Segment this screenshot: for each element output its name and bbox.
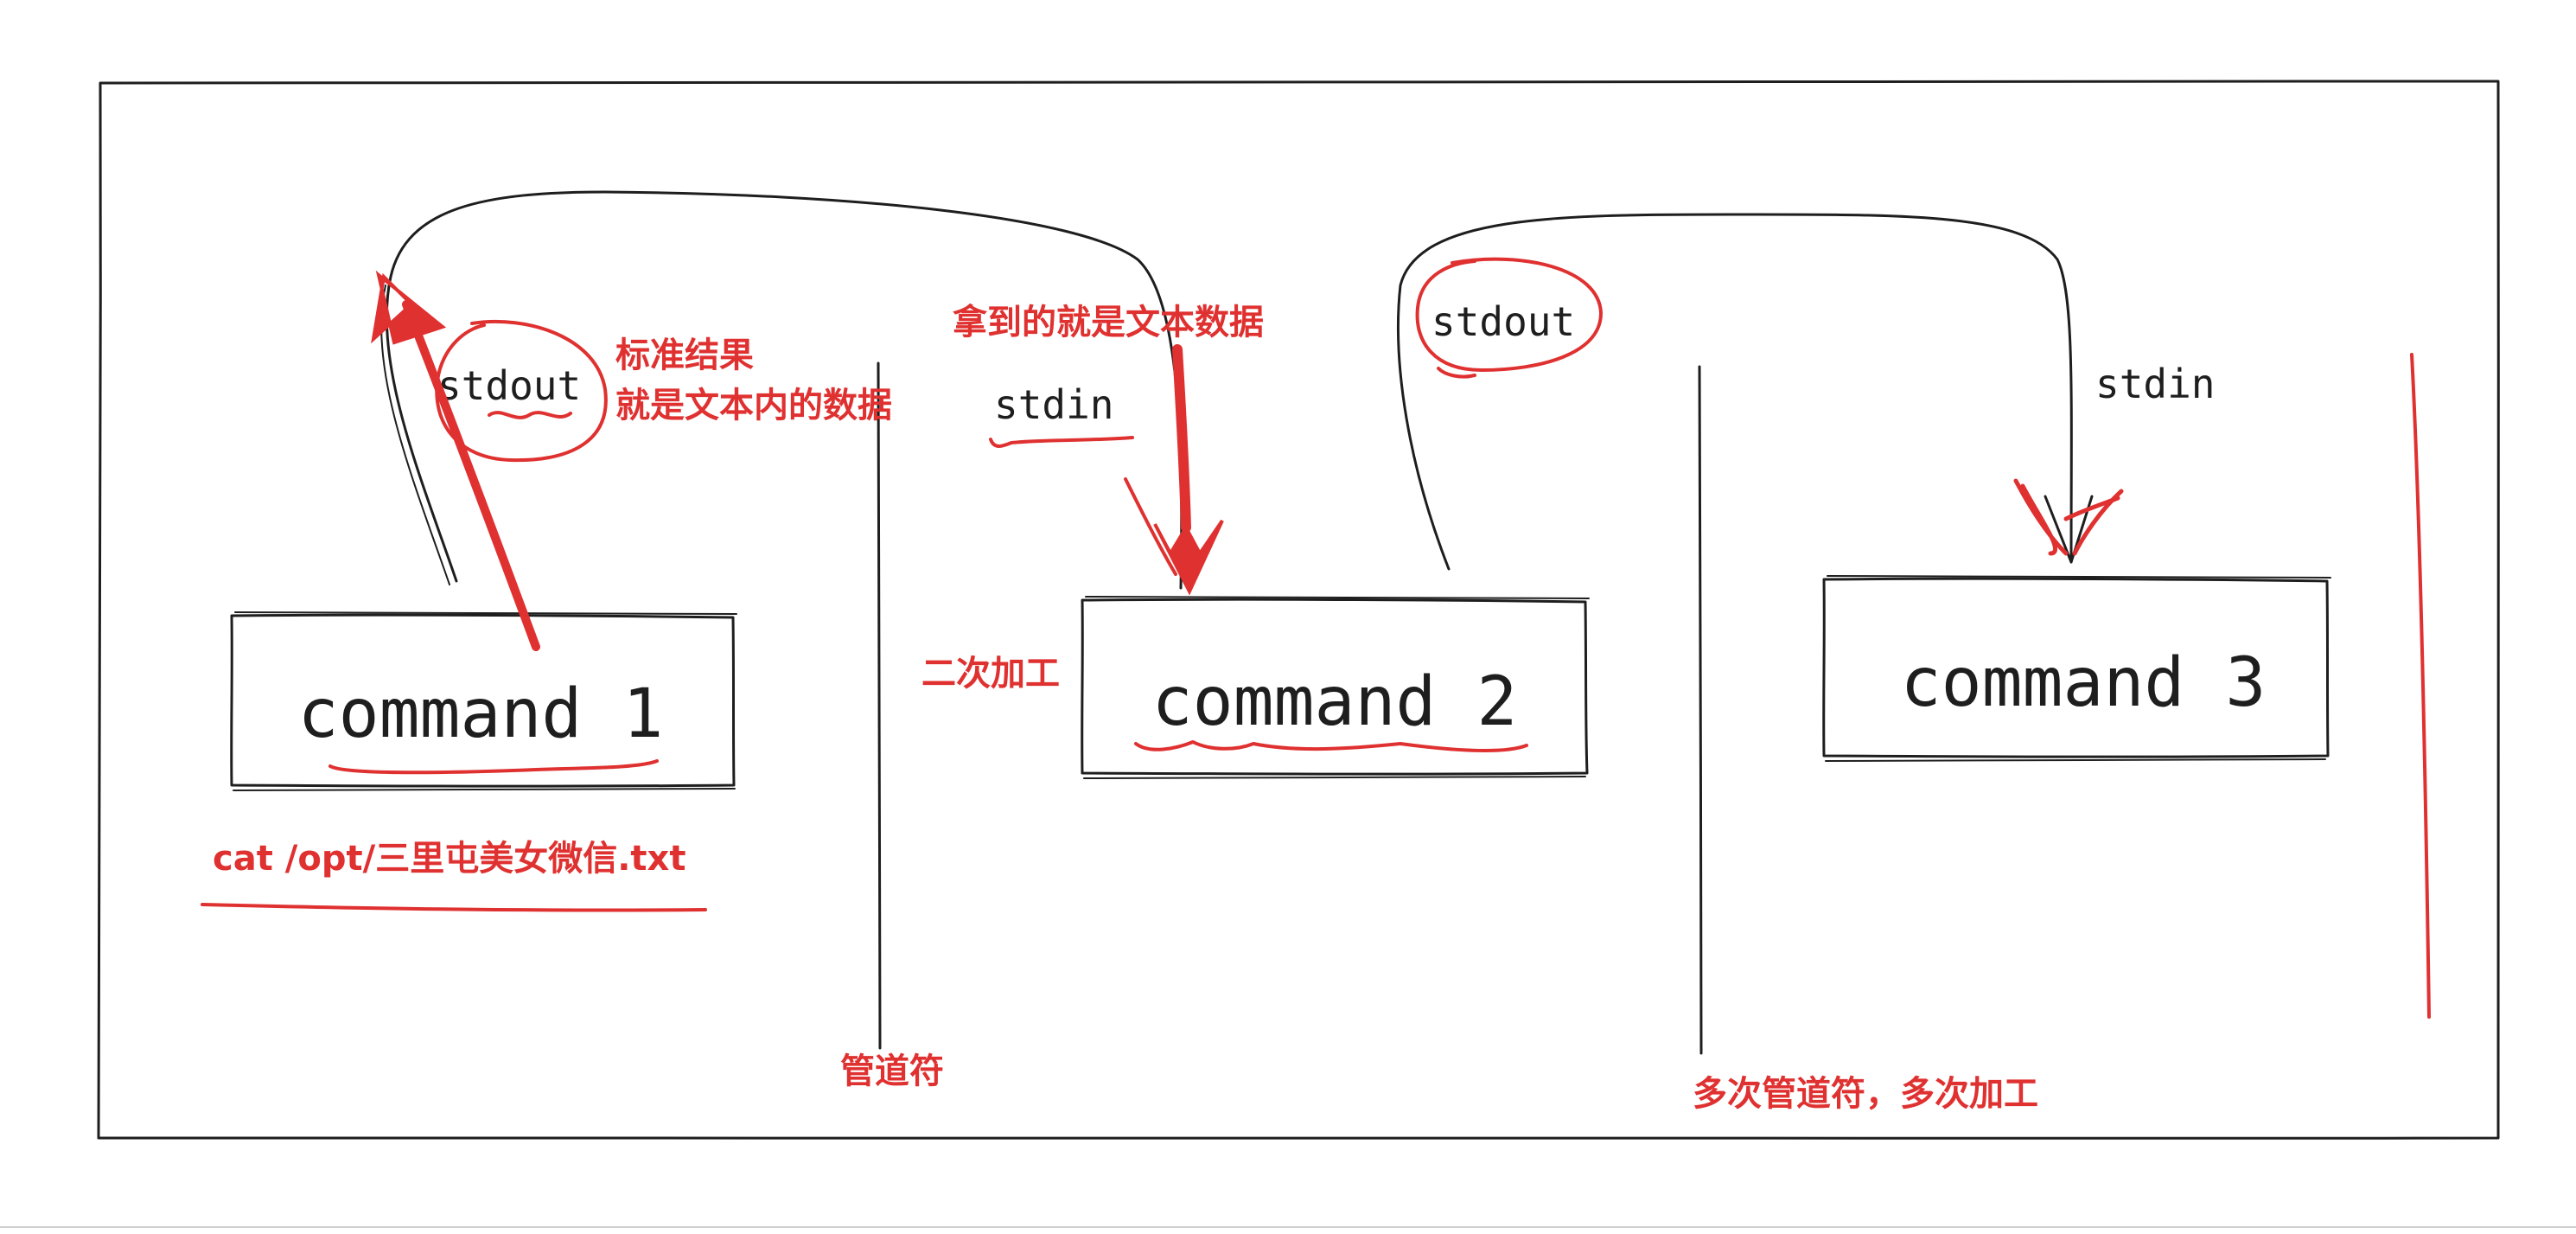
arrowhead-to-command-3 <box>2044 495 2094 564</box>
pipe-divider-2 <box>1698 365 1703 1055</box>
stdout-label-2: stdout <box>1431 298 1575 345</box>
annotation-pipe-symbol: 管道符 <box>840 1052 944 1091</box>
annotation-text: 标准结果 就是文本内的数据 拿到的就是文本数据 二次加工 cat /opt/三里… <box>213 303 2038 1114</box>
command-2-label: command 2 <box>1152 663 1518 741</box>
stdin-label-3: stdin <box>2095 361 2215 407</box>
stdout-1-circle <box>435 319 608 463</box>
red-arrow-down-shaft <box>1172 344 1191 533</box>
right-red-line <box>2410 353 2431 1019</box>
command-1-box: command 1 <box>230 611 737 791</box>
pipe-divider-1 <box>877 361 882 1050</box>
red-arrow-up-head <box>371 270 447 345</box>
command-3-box: command 3 <box>1822 575 2331 762</box>
example-command-underline <box>201 903 707 912</box>
command-1-underline <box>328 759 659 775</box>
annotation-received-text-data: 拿到的就是文本数据 <box>952 303 1264 342</box>
command-3-label: command 3 <box>1901 644 2267 722</box>
annotation-example-command: cat /opt/三里屯美女微信.txt <box>213 839 685 879</box>
flow-curve-2-to-3 <box>1396 213 2073 571</box>
command-1-label: command 1 <box>298 675 664 753</box>
annotation-standard-result-2: 就是文本内的数据 <box>615 386 892 425</box>
red-arrow-down-tail <box>1124 477 1177 576</box>
flow-curve-1-to-2 <box>385 190 1183 590</box>
stdout-label-1: stdout <box>437 362 581 409</box>
command-2-underline <box>1134 740 1528 752</box>
red-annotations <box>201 257 2431 1019</box>
annotation-multiple-pipes: 多次管道符，多次加工 <box>1693 1074 2038 1114</box>
red-scribble-arrow-3 <box>2013 478 2124 556</box>
command-2-box: command 2 <box>1081 596 1590 779</box>
stdin-label-2: stdin <box>994 381 1113 428</box>
red-arrow-down-head <box>1153 519 1224 596</box>
red-arrow-up-shaft <box>402 300 540 651</box>
outer-frame <box>97 80 2500 1141</box>
stdout-2-circle <box>1415 257 1603 372</box>
stdout-1-squiggle <box>488 411 572 419</box>
annotation-secondary-processing: 二次加工 <box>921 654 1060 694</box>
stdin-2-underline <box>989 436 1134 448</box>
stdout-2-tail <box>1437 367 1476 379</box>
annotation-standard-result-1: 标准结果 <box>615 336 754 375</box>
